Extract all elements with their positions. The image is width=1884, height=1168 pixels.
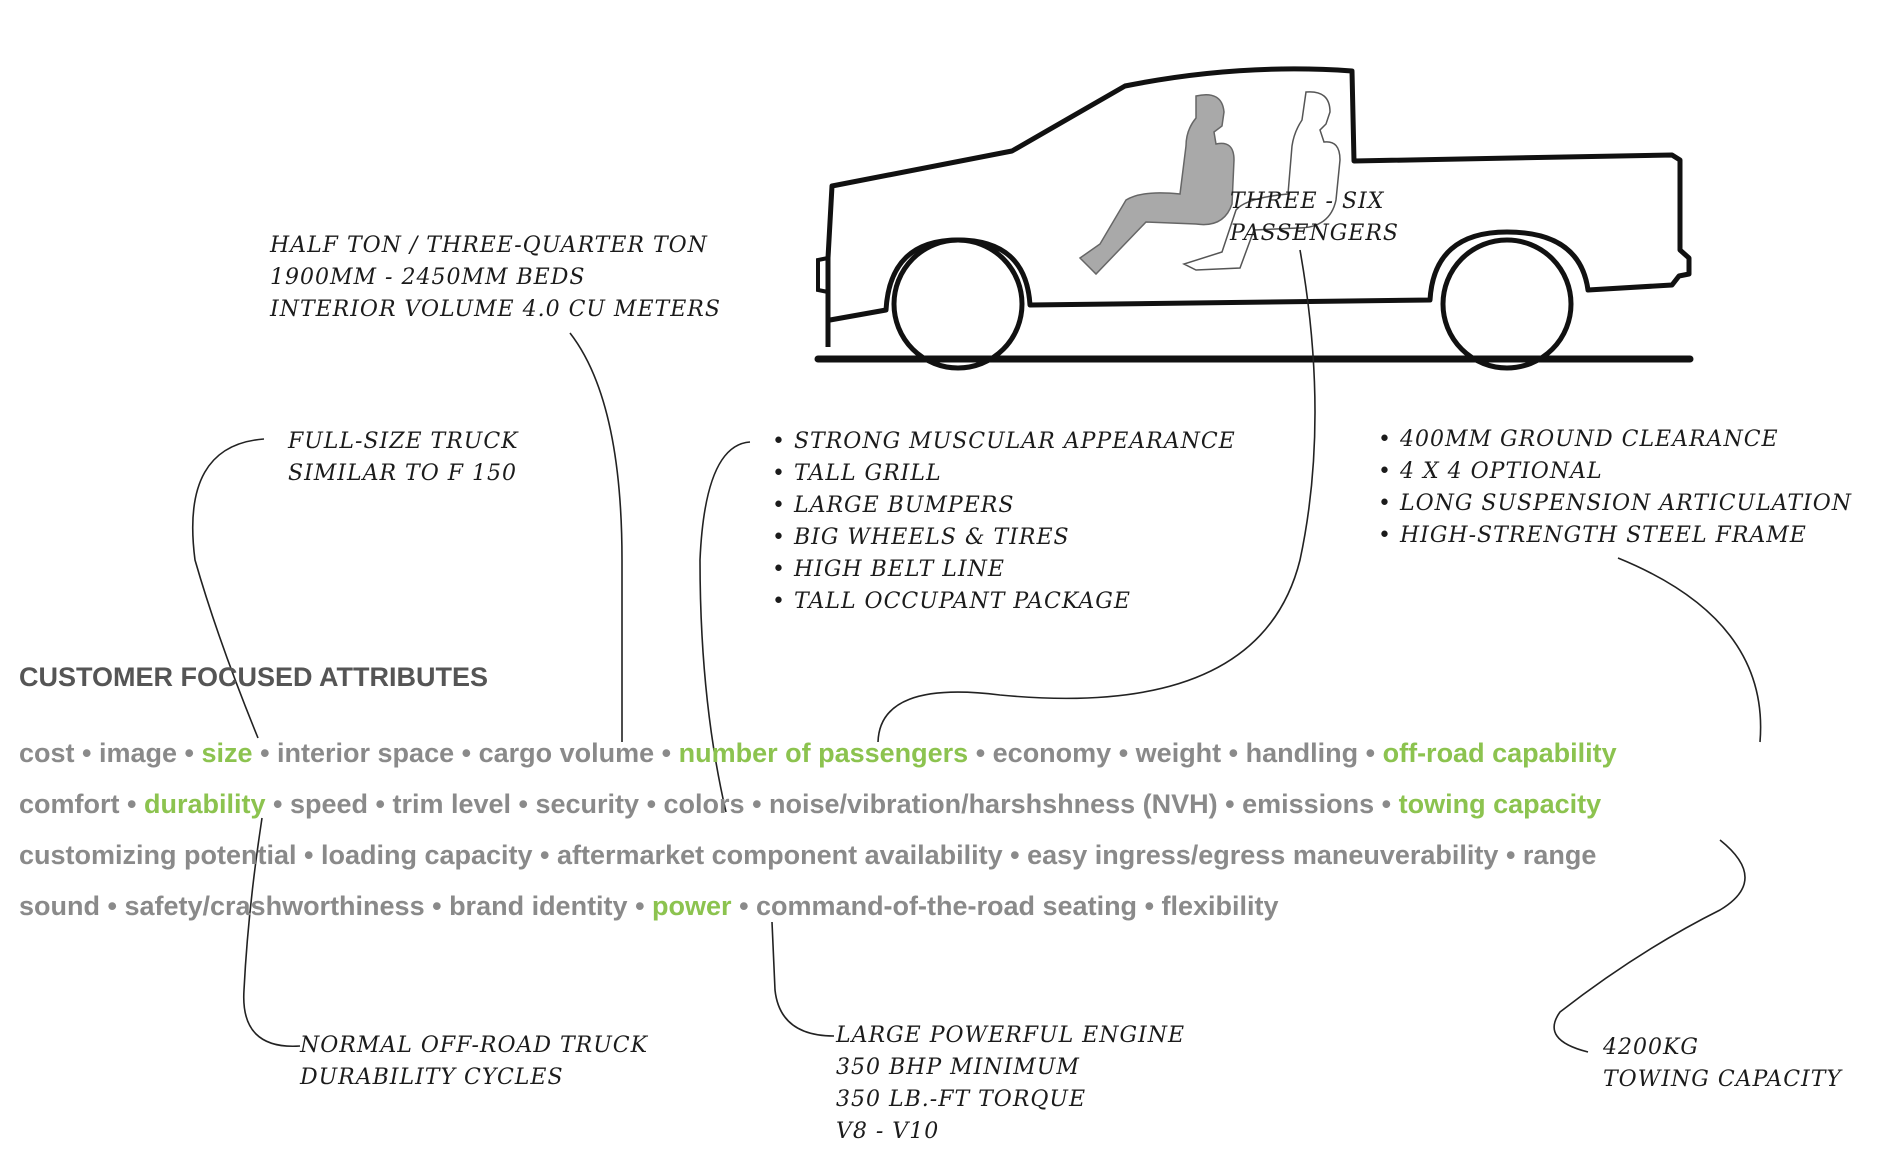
annotation-line: • HIGH-STRENGTH STEEL FRAME [1378, 523, 1807, 548]
attribute-item: customizing potential [19, 840, 297, 870]
attribute-item: easy ingress/egress [1027, 840, 1286, 870]
attribute-item: weight [1135, 738, 1222, 768]
attribute-line-2: comfort • durability • speed • trim leve… [19, 789, 1602, 819]
annotation-size-class: HALF TON / THREE-QUARTER TON 1900MM - 24… [270, 230, 721, 326]
rear-wheel [1440, 237, 1574, 371]
attribute-item: cargo volume [478, 738, 655, 768]
attribute-item: economy [992, 738, 1112, 768]
annotation-offroad: • 400MM GROUND CLEARANCE • 4 X 4 OPTIONA… [1378, 424, 1852, 552]
attribute-item-highlighted: number of passengers [678, 738, 969, 768]
attribute-item: brand identity [449, 891, 628, 921]
annotation-line: • BIG WHEELS & TIRES [772, 525, 1070, 550]
annotation-line: PASSENGERS [1230, 221, 1400, 246]
connector-power [771, 921, 835, 1037]
attribute-item: flexibility [1161, 891, 1279, 921]
connector-full-size [191, 438, 265, 739]
rear-occupant-figure [1182, 91, 1341, 271]
annotation-line: NORMAL OFF-ROAD TRUCK [300, 1033, 649, 1058]
attribute-item: trim level [392, 789, 512, 819]
attribute-item-highlighted: off-road capability [1382, 738, 1617, 768]
attribute-item: handling [1245, 738, 1359, 768]
attribute-item-highlighted: size [201, 738, 253, 768]
annotation-line: 1900MM - 2450MM BEDS [270, 265, 586, 290]
attribute-item-highlighted: power [652, 891, 732, 921]
annotation-line: • HIGH BELT LINE [772, 557, 1005, 582]
connector-offroad [1617, 557, 1762, 743]
annotation-line: DURABILITY CYCLES [300, 1065, 564, 1090]
annotation-line: • 400MM GROUND CLEARANCE [1378, 427, 1779, 452]
annotation-line: FULL-SIZE TRUCK [288, 429, 519, 454]
attribute-item: range [1522, 840, 1597, 870]
attribute-item: image [99, 738, 178, 768]
annotation-towing: 4200KG TOWING CAPACITY [1603, 1032, 1842, 1096]
annotation-line: • LARGE BUMPERS [772, 493, 1015, 518]
annotation-line: SIMILAR TO F 150 [288, 461, 517, 486]
section-heading: CUSTOMER FOCUSED ATTRIBUTES [19, 662, 489, 692]
attribute-item: noise/vibration/harshshness (NVH) [769, 789, 1218, 819]
attribute-item: speed [289, 789, 368, 819]
attribute-line-3: customizing potential • loading capacity… [19, 840, 1597, 870]
annotation-line: 350 BHP MINIMUM [836, 1055, 1080, 1080]
attribute-item: loading capacity [320, 840, 533, 870]
connector-lines [191, 249, 1762, 1053]
connector-passengers [877, 249, 1316, 743]
annotation-appearance: • STRONG MUSCULAR APPEARANCE • TALL GRIL… [772, 426, 1236, 618]
annotation-line: 350 LB.-FT TORQUE [836, 1087, 1087, 1112]
annotation-power: LARGE POWERFUL ENGINE 350 BHP MINIMUM 35… [836, 1020, 1185, 1148]
annotation-line: LARGE POWERFUL ENGINE [836, 1023, 1186, 1048]
front-bumper [816, 256, 829, 294]
connector-appearance [699, 441, 751, 813]
attribute-item: cost [19, 738, 75, 768]
attribute-line-4: sound • safety/crashworthiness • brand i… [19, 891, 1279, 921]
attribute-item: maneuverability [1292, 840, 1499, 870]
connector-durability [243, 817, 301, 1047]
front-occupant-figure [1078, 94, 1235, 276]
attribute-item-highlighted: towing capacity [1398, 789, 1602, 819]
annotation-line: • TALL GRILL [772, 461, 942, 486]
attribute-item-highlighted: durability [143, 789, 266, 819]
annotation-line: V8 - V10 [836, 1119, 940, 1144]
annotation-line: 4200KG [1603, 1035, 1699, 1060]
connector-towing [1553, 839, 1746, 1053]
attribute-item: comfort [19, 789, 120, 819]
attribute-item: aftermarket component availability [557, 840, 1003, 870]
attribute-line-1: cost • image • size • interior space • c… [19, 738, 1617, 768]
attribute-item: emissions [1242, 789, 1375, 819]
annotation-line: THREE - SIX [1230, 189, 1385, 214]
annotation-line: INTERIOR VOLUME 4.0 CU METERS [270, 297, 721, 322]
annotation-line: TOWING CAPACITY [1603, 1067, 1842, 1092]
annotation-full-size: FULL-SIZE TRUCK SIMILAR TO F 150 [288, 426, 519, 490]
attribute-item: safety/crashworthiness [124, 891, 425, 921]
connector-size-class [569, 332, 623, 742]
attribute-item: interior space [277, 738, 455, 768]
annotation-line: • 4 X 4 OPTIONAL [1378, 459, 1603, 484]
annotation-durability: NORMAL OFF-ROAD TRUCK DURABILITY CYCLES [300, 1030, 648, 1094]
annotation-line: HALF TON / THREE-QUARTER TON [270, 233, 708, 258]
annotation-line: • TALL OCCUPANT PACKAGE [772, 589, 1131, 614]
front-wheel [891, 237, 1025, 371]
annotation-line: • STRONG MUSCULAR APPEARANCE [772, 429, 1236, 454]
attribute-item: security [535, 789, 640, 819]
annotation-passengers: THREE - SIX PASSENGERS [1230, 186, 1399, 250]
attribute-item: command-of-the-road seating [756, 891, 1138, 921]
attribute-item: sound [19, 891, 100, 921]
attribute-item: colors [663, 789, 745, 819]
annotation-line: • LONG SUSPENSION ARTICULATION [1378, 491, 1853, 516]
